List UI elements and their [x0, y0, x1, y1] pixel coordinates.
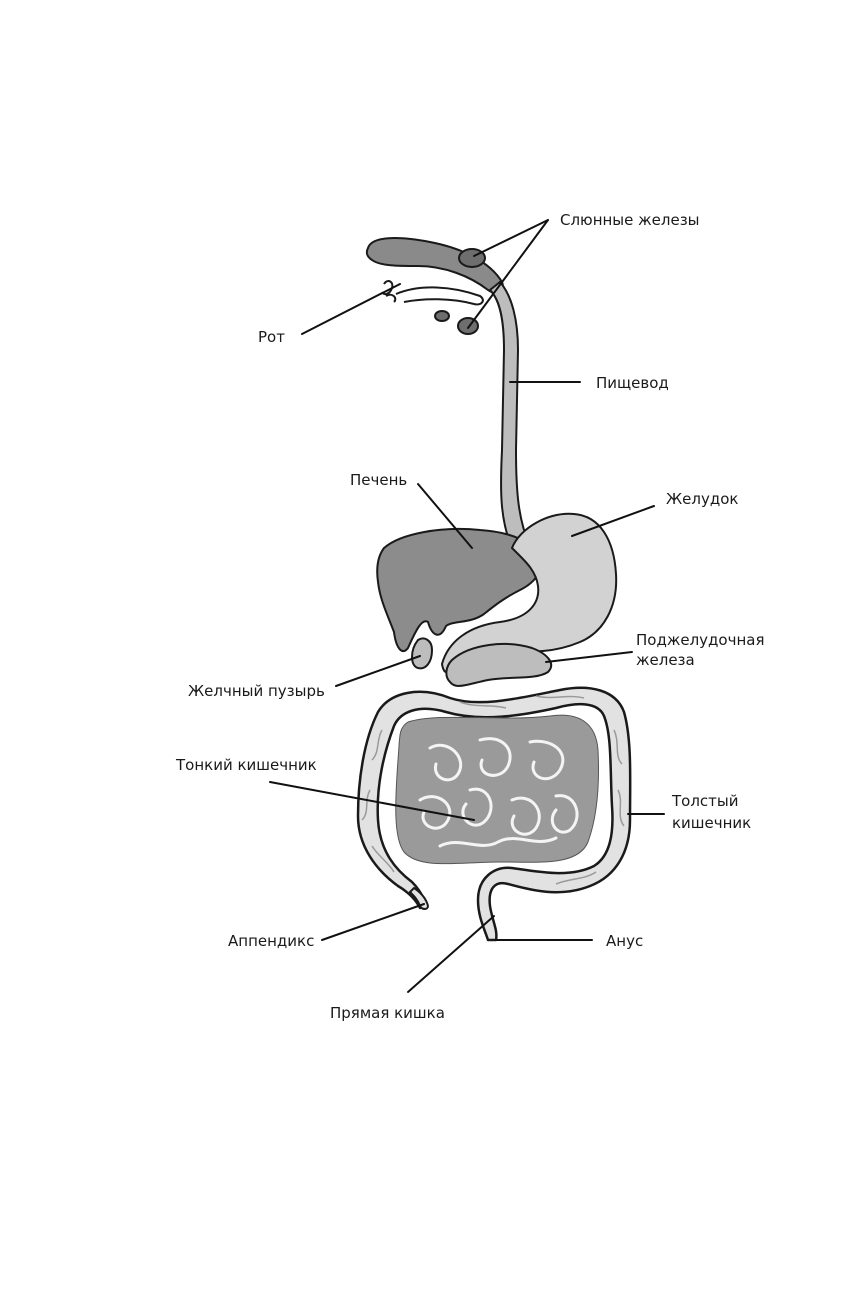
salivary-gland-small [434, 310, 450, 322]
gallbladder [411, 637, 433, 670]
liver [376, 527, 542, 653]
pancreas [445, 643, 553, 687]
labels: Слюнные железы Рот Пищевод Печень Желудо… [175, 211, 764, 1022]
label-small-intestine: Тонкий кишечник [175, 756, 317, 774]
small-intestine-coils [418, 737, 579, 848]
salivary-gland-lower [457, 317, 479, 335]
label-large-intestine-line2: кишечник [672, 814, 751, 832]
colon-haustra [361, 695, 625, 885]
label-anus: Анус [606, 932, 643, 950]
tongue [365, 237, 504, 294]
palate [395, 286, 484, 306]
esophagus [488, 280, 532, 550]
label-appendix: Аппендикс [228, 932, 314, 950]
label-mouth: Рот [258, 328, 285, 346]
leader-lines [269, 219, 665, 993]
label-esophagus: Пищевод [596, 374, 669, 392]
label-gallbladder: Желчный пузырь [188, 682, 325, 700]
label-pancreas-line2: железа [636, 651, 695, 669]
label-rectum: Прямая кишка [330, 1004, 445, 1022]
oral-cavity [365, 237, 504, 306]
label-salivary-glands: Слюнные железы [560, 211, 700, 229]
label-large-intestine-line1: Толстый [671, 792, 739, 810]
label-stomach: Желудок [666, 490, 738, 508]
label-pancreas-line1: Поджелудочная [636, 631, 764, 649]
small-intestine [395, 714, 599, 865]
label-liver: Печень [350, 471, 407, 489]
